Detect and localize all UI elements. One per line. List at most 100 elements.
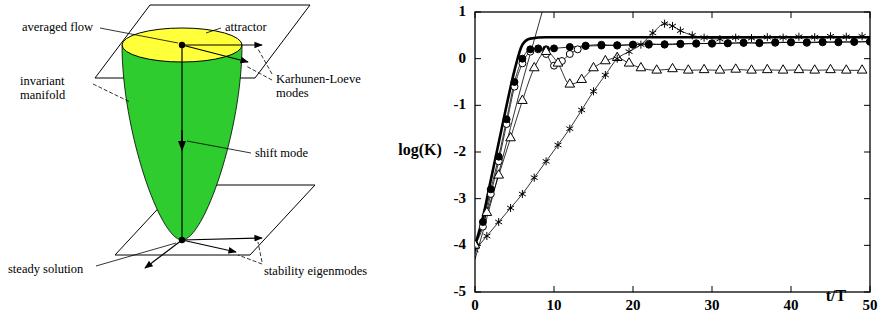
- triangle-marker: [841, 65, 851, 73]
- star-marker: [531, 174, 538, 182]
- axis-title: log(K): [398, 141, 442, 159]
- star-marker: [590, 87, 597, 95]
- filled-circle-marker: [740, 39, 747, 46]
- tick: [475, 152, 481, 153]
- diagram-label: Karhunen-Loeve modes: [276, 72, 384, 101]
- tick-label: -2: [454, 143, 467, 160]
- diagram-label: averaged flow: [22, 20, 93, 34]
- triangle-marker: [762, 64, 772, 72]
- star-marker: [649, 29, 656, 37]
- diagram-label: stability eigenmodes: [264, 264, 367, 278]
- tick: [475, 286, 476, 292]
- star-marker: [677, 27, 684, 35]
- star-marker: [578, 106, 585, 114]
- star-marker: [602, 71, 609, 79]
- triangle-marker: [826, 64, 836, 72]
- tick: [864, 198, 870, 199]
- tick: [475, 292, 481, 293]
- open-circle-marker: [772, 39, 779, 46]
- tick: [475, 12, 476, 18]
- filled-circle-marker: [803, 39, 810, 46]
- tick-label: -5: [454, 283, 467, 300]
- triangle-marker: [624, 58, 634, 66]
- star-marker: [495, 218, 502, 226]
- open-circle-marker: [535, 46, 542, 53]
- triangle-marker: [778, 65, 788, 73]
- diagram-label: invariant manifold: [20, 74, 90, 103]
- star-marker: [543, 157, 550, 165]
- triangle-marker: [518, 95, 528, 103]
- filled-circle-marker: [495, 153, 502, 160]
- leader-line: [100, 28, 178, 43]
- open-circle-marker: [724, 40, 731, 47]
- tick: [475, 58, 481, 59]
- star-marker: [554, 141, 561, 149]
- star-marker: [701, 34, 708, 42]
- point: [179, 42, 185, 48]
- filled-circle-marker: [709, 40, 716, 47]
- filled-circle-marker: [693, 40, 700, 47]
- tick-label: -4: [454, 237, 467, 254]
- filled-circle-marker: [598, 42, 605, 49]
- star-marker: [748, 34, 755, 42]
- mode-arrow: [182, 45, 248, 62]
- open-circle-marker: [598, 41, 605, 48]
- tick: [554, 12, 555, 18]
- open-circle-marker: [566, 51, 573, 58]
- open-circle-marker: [867, 38, 870, 45]
- star-marker: [507, 204, 514, 212]
- star-marker: [519, 190, 526, 198]
- curve: [475, 41, 870, 245]
- filled-circle-marker: [519, 55, 526, 62]
- tick: [633, 286, 634, 292]
- star-marker: [843, 33, 850, 41]
- filled-circle-marker: [788, 39, 795, 46]
- tick: [554, 286, 555, 292]
- mode-arrow: [182, 240, 236, 252]
- tick: [475, 105, 481, 106]
- open-circle-marker: [819, 39, 826, 46]
- triangle-marker: [747, 65, 757, 73]
- triangle-marker: [475, 240, 480, 248]
- tick: [864, 12, 870, 13]
- point: [179, 237, 185, 243]
- triangle-marker: [506, 132, 516, 140]
- tick: [864, 245, 870, 246]
- open-circle-marker: [574, 46, 581, 53]
- invariant-manifold: [122, 45, 242, 240]
- star-marker: [795, 33, 802, 41]
- star-marker: [637, 41, 644, 49]
- filled-circle-marker: [566, 44, 573, 51]
- filled-circle-marker: [661, 41, 668, 48]
- triangle-marker: [553, 58, 563, 66]
- tick-label: 40: [784, 297, 799, 314]
- open-circle-marker: [645, 40, 652, 47]
- tick-label: 30: [705, 297, 720, 314]
- curve: [475, 12, 554, 259]
- star-marker: [475, 246, 478, 254]
- star-marker: [626, 48, 633, 56]
- star-marker: [780, 34, 787, 42]
- triangle-marker: [668, 63, 678, 71]
- star-marker: [566, 125, 573, 133]
- tick: [475, 12, 481, 13]
- triangle-marker: [482, 207, 492, 215]
- tick: [475, 198, 481, 199]
- tick: [791, 286, 792, 292]
- filled-circle-marker: [645, 41, 652, 48]
- tick: [870, 286, 871, 292]
- leader-line: [96, 243, 176, 266]
- filled-circle-marker: [503, 116, 510, 123]
- filled-circle-marker: [551, 45, 558, 52]
- open-circle-marker: [709, 40, 716, 47]
- leader-line: [246, 66, 272, 80]
- leader-line: [187, 141, 251, 153]
- leader-line: [258, 49, 272, 74]
- tick-label: 0: [459, 50, 467, 67]
- diagram-label: attractor: [225, 20, 267, 34]
- axis-title: t/T: [826, 287, 846, 305]
- triangle-marker: [794, 64, 804, 72]
- triangle-marker: [565, 79, 575, 87]
